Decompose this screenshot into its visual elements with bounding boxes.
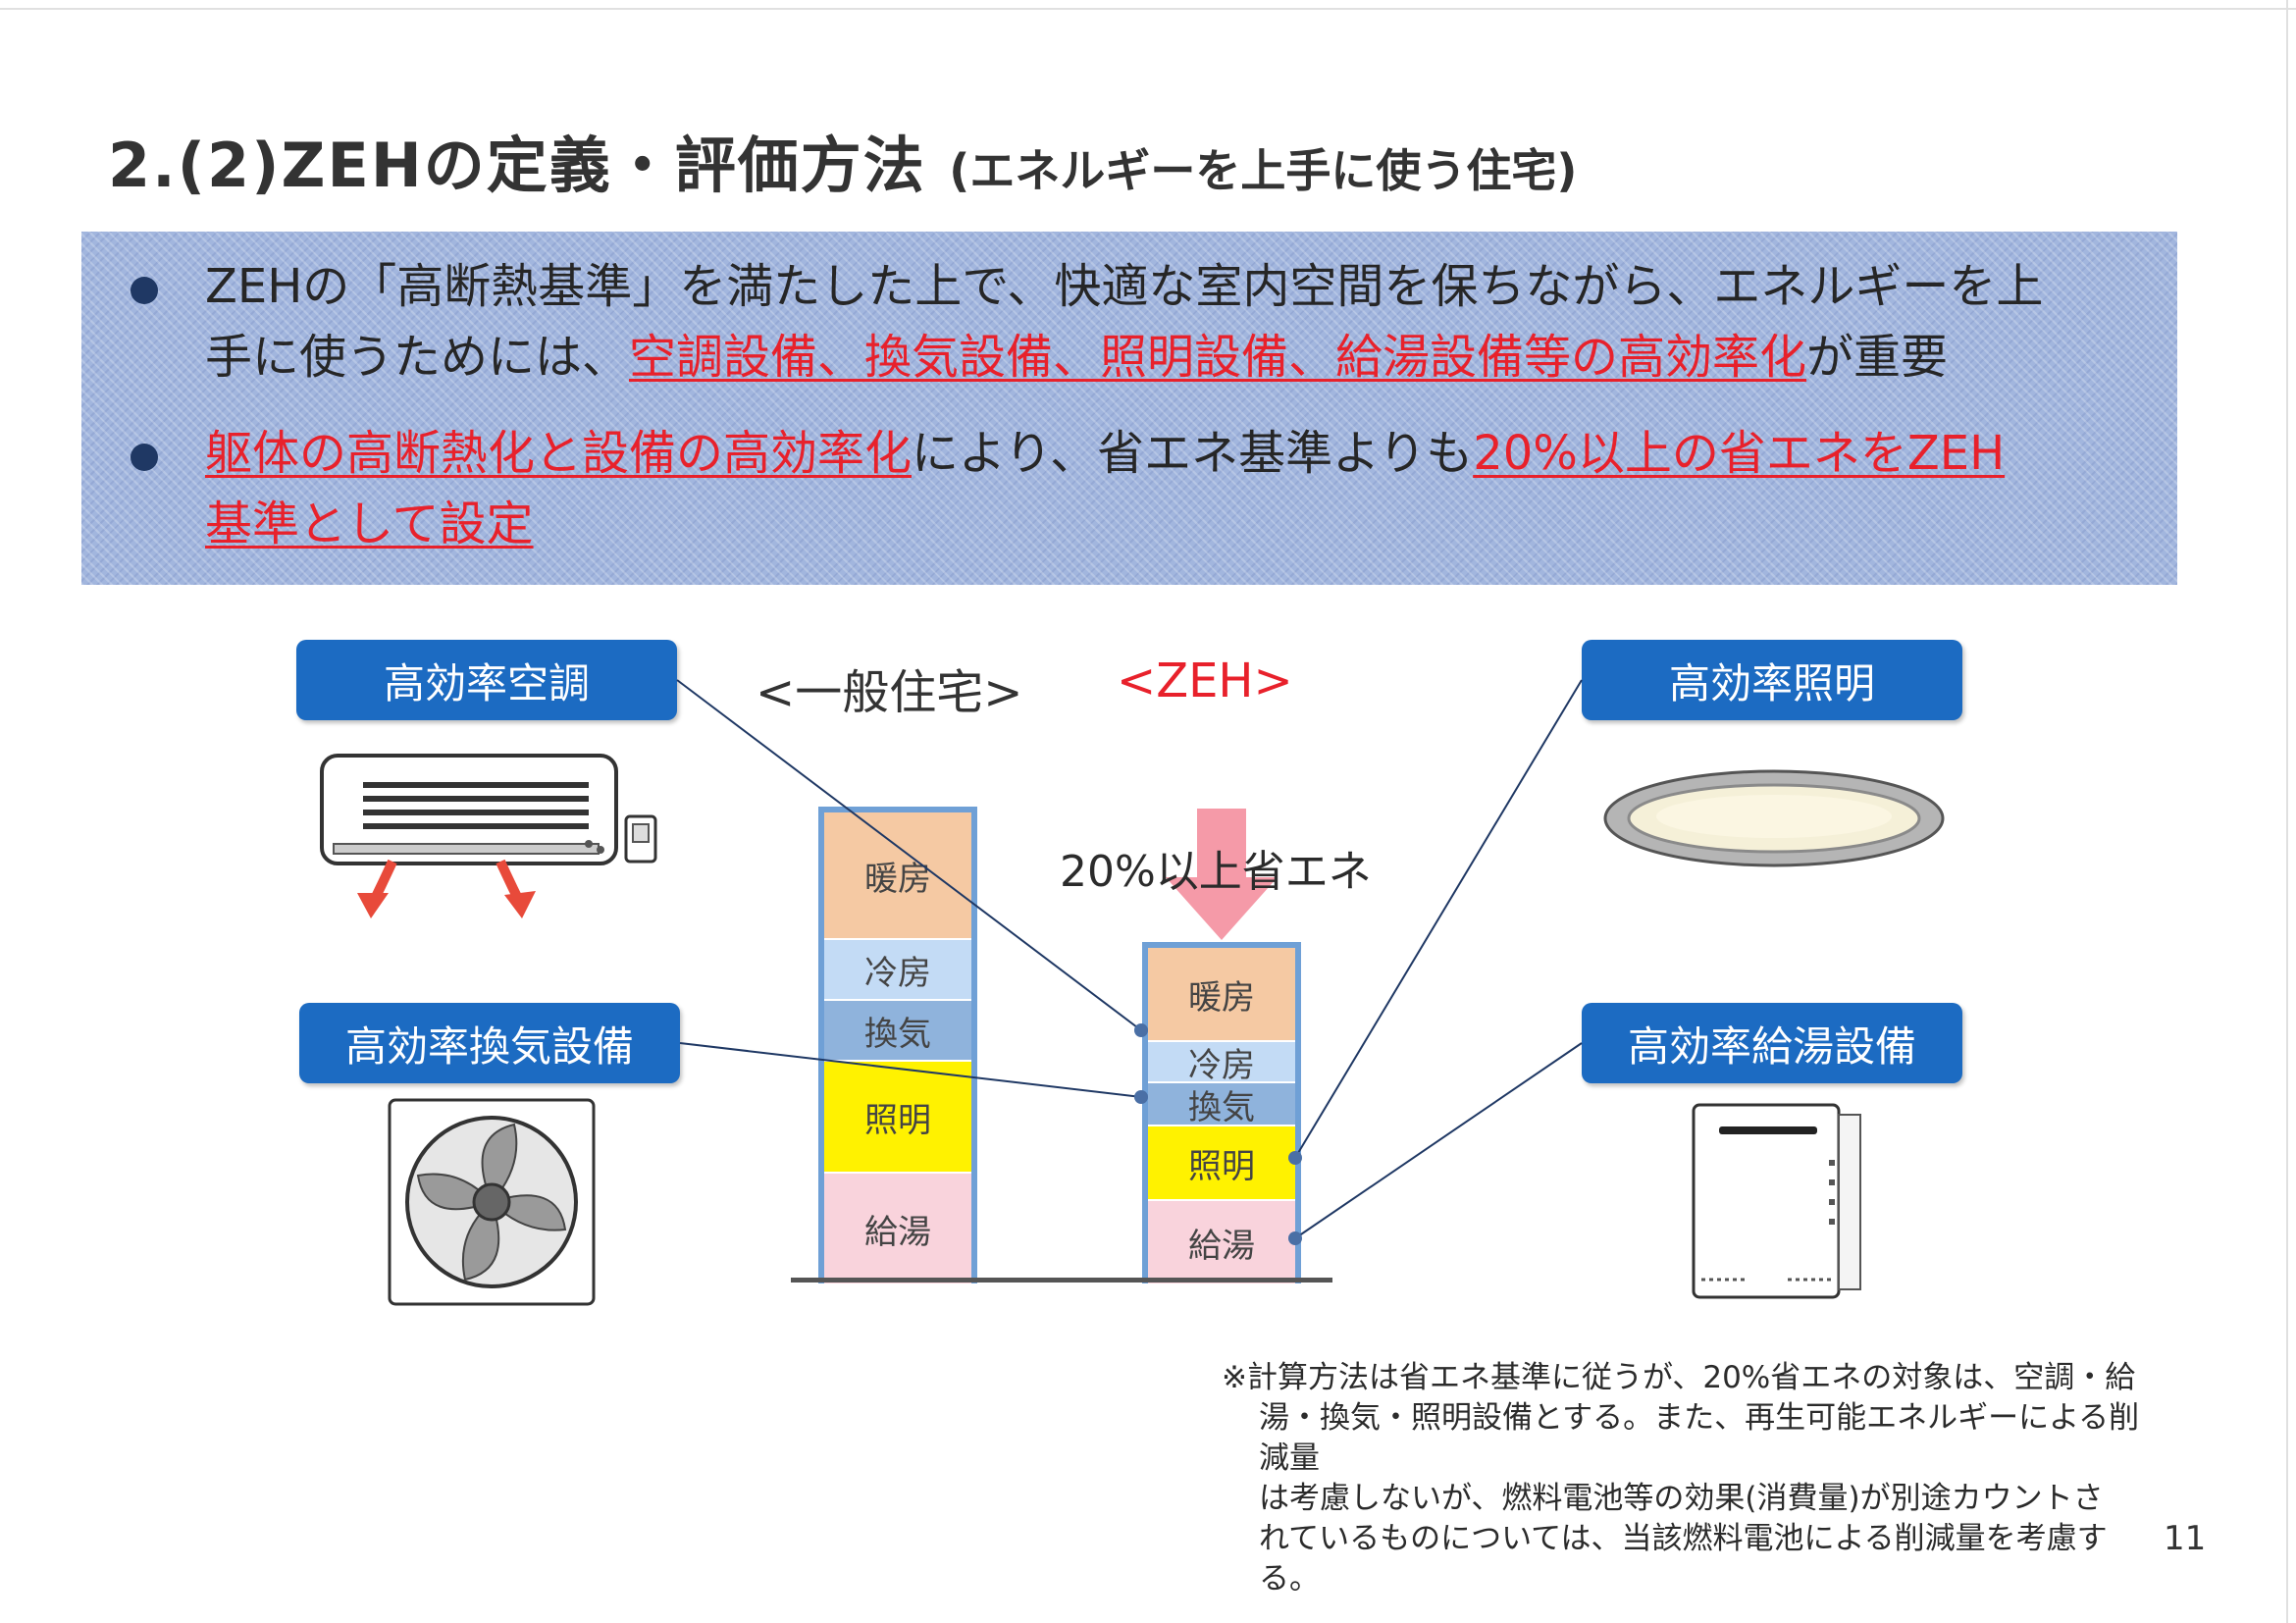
- segment-zeh-cooling: 冷房: [1148, 1042, 1295, 1085]
- segment-general-hot-water: 給湯: [824, 1174, 971, 1283]
- segment-zeh-hot-water: 給湯: [1148, 1201, 1295, 1283]
- bullet-1-line-2: 手に使うためには、空調設備、換気設備、照明設備、給湯設備等の高効率化が重要: [205, 322, 2158, 393]
- right-border-line: [2286, 0, 2288, 1623]
- ceiling-light-icon: [1603, 769, 1945, 867]
- footnote-line-2: 湯・換気・照明設備とする。また、再生可能エネルギーによる削減量: [1259, 1400, 2140, 1476]
- segment-label: 照明: [1188, 1146, 1255, 1186]
- segment-label: 照明: [864, 1100, 931, 1140]
- segment-label: 冷房: [864, 953, 931, 993]
- segment-label: 給湯: [1188, 1226, 1255, 1266]
- connector-dot-water-heater: [1288, 1231, 1302, 1245]
- segment-general-lighting: 照明: [824, 1062, 971, 1174]
- bullet-dot-2: [130, 444, 158, 471]
- bullet-1-highlight: 空調設備、換気設備、照明設備、給湯設備等の高効率化: [629, 330, 1807, 385]
- segment-label: 暖房: [864, 859, 931, 899]
- bullet-2-line-2: 基準として設定: [205, 489, 2158, 559]
- segment-zeh-lighting: 照明: [1148, 1126, 1295, 1201]
- tag-aircon: 高効率空調: [296, 640, 677, 720]
- page-number: 11: [2164, 1519, 2207, 1558]
- chart-baseline: [791, 1278, 1332, 1283]
- connector-water-heater: [1294, 1042, 1583, 1239]
- tag-water-heater: 高効率給湯設備: [1582, 1003, 1962, 1083]
- footnote-line-1: ※計算方法は省エネ基準に従うが、20%省エネの対象は、空調・給: [1222, 1360, 2136, 1395]
- bullet-2-highlight-3: 基準として設定: [205, 497, 534, 551]
- connector-dot-aircon: [1134, 1023, 1148, 1037]
- page-title-main: 2.(2)ZEHの定義・評価方法: [108, 130, 926, 201]
- stack-general: 暖房 冷房 換気 照明 給湯: [818, 807, 977, 1283]
- page-title-sub: (エネルギーを上手に使う住宅): [949, 144, 1578, 197]
- connector-ventilation: [679, 1042, 1142, 1098]
- bullet-dot-1: [130, 277, 158, 304]
- tag-lighting: 高効率照明: [1582, 640, 1962, 720]
- segment-general-ventilation: 換気: [824, 1001, 971, 1062]
- footnote-line-4: れているものについては、当該燃料電池による削減量を考慮する。: [1259, 1521, 2108, 1597]
- segment-general-heating: 暖房: [824, 812, 971, 940]
- saving-arrow-shape: [1166, 809, 1278, 940]
- top-border-line: [0, 8, 2296, 10]
- bullet-1-line-2-end: が重要: [1806, 330, 1949, 385]
- bullet-2-highlight-1: 躯体の高断熱化と設備の高効率化: [205, 426, 913, 481]
- segment-label: 冷房: [1188, 1045, 1255, 1085]
- bullet-1-line-1: ZEHの「高断熱基準」を満たした上で、快適な室内空間を保ちながら、エネルギーを上: [205, 259, 2044, 314]
- bullet-1-line-2-plain: 手に使うためには、: [205, 330, 630, 385]
- connector-dot-lighting: [1288, 1151, 1302, 1165]
- segment-label: 給湯: [864, 1212, 931, 1252]
- bullet-2-line-1: 躯体の高断熱化と設備の高効率化により、省エネ基準よりも20%以上の省エネをZEH: [205, 418, 2158, 489]
- ventilation-fan-icon: [388, 1098, 596, 1306]
- segment-label: 換気: [1188, 1087, 1255, 1127]
- column-header-zeh: <ZEH>: [1117, 654, 1293, 708]
- segment-general-cooling: 冷房: [824, 940, 971, 1001]
- bullet-text-2: 躯体の高断熱化と設備の高効率化により、省エネ基準よりも20%以上の省エネをZEH…: [205, 418, 2158, 559]
- footnote-line-3: は考慮しないが、燃料電池等の効果(消費量)が別途カウントさ: [1259, 1481, 2104, 1516]
- air-conditioner-icon: [320, 754, 657, 918]
- bullet-2-highlight-2: 20%以上の省エネをZEH: [1473, 426, 2006, 481]
- saving-label: 20%以上省エネ: [1060, 847, 1372, 897]
- segment-label: 暖房: [1188, 977, 1255, 1018]
- segment-zeh-ventilation: 換気: [1148, 1083, 1295, 1127]
- saving-arrow: [1166, 809, 1278, 940]
- water-heater-icon: [1692, 1103, 1861, 1299]
- footnote: ※計算方法は省エネ基準に従うが、20%省エネの対象は、空調・給 湯・換気・照明設…: [1222, 1358, 2164, 1599]
- connector-dot-ventilation: [1134, 1090, 1148, 1104]
- page-title: 2.(2)ZEHの定義・評価方法 (エネルギーを上手に使う住宅): [108, 116, 1577, 204]
- connector-aircon: [676, 679, 1142, 1031]
- segment-zeh-heating: 暖房: [1148, 948, 1295, 1042]
- summary-box: ZEHの「高断熱基準」を満たした上で、快適な室内空間を保ちながら、エネルギーを上…: [81, 232, 2177, 585]
- segment-label: 換気: [864, 1014, 931, 1054]
- stack-zeh: 暖房 冷房 換気 照明 給湯: [1142, 942, 1301, 1283]
- connector-lighting: [1294, 679, 1583, 1159]
- bullet-text-1: ZEHの「高断熱基準」を満たした上で、快適な室内空間を保ちながら、エネルギーを上…: [205, 251, 2158, 393]
- column-header-general: <一般住宅>: [756, 665, 1023, 720]
- tag-ventilation: 高効率換気設備: [299, 1003, 680, 1083]
- bullet-2-plain: により、省エネ基準よりも: [912, 426, 1474, 481]
